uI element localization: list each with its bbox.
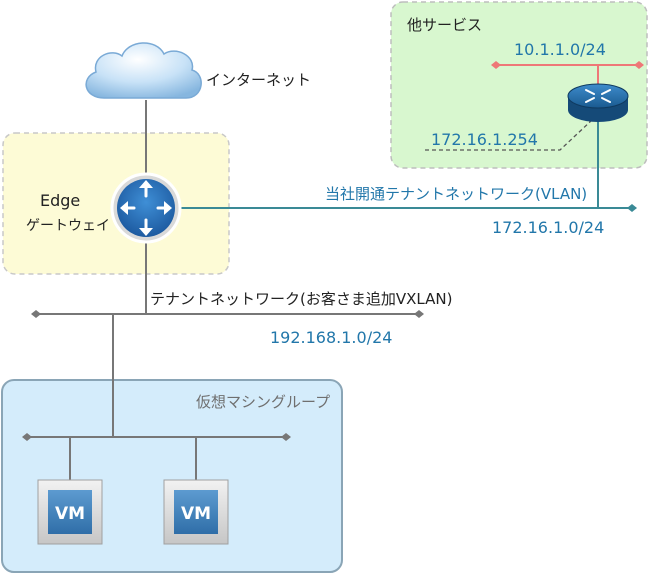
edge-label-line1: Edge bbox=[40, 191, 80, 210]
router-ip-label: 172.16.1.254 bbox=[431, 130, 538, 149]
service-subnet-label: 10.1.1.0/24 bbox=[514, 40, 606, 59]
edge-label-line2: ゲートウェイ bbox=[26, 218, 110, 234]
router-icon bbox=[567, 83, 629, 122]
vxlan-subnet-label: 192.168.1.0/24 bbox=[270, 328, 392, 347]
vm-1-icon bbox=[37, 479, 103, 545]
service-subnet-left-marker bbox=[491, 61, 501, 69]
vlan-end-marker bbox=[627, 204, 637, 212]
vxlan-left-marker bbox=[31, 310, 41, 318]
vlan-subnet-label: 172.16.1.0/24 bbox=[492, 218, 604, 237]
other-service-title: 他サービス bbox=[407, 16, 482, 34]
vm-bus-right-marker bbox=[281, 433, 291, 441]
service-subnet-right-marker bbox=[634, 61, 644, 69]
vm-group-title: 仮想マシングループ bbox=[196, 393, 330, 411]
vxlan-network-label: テナントネットワーク(お客さま追加VXLAN) bbox=[150, 290, 452, 308]
vm-2-icon bbox=[163, 479, 229, 545]
router-ip-leader bbox=[425, 119, 593, 151]
edge-gateway-icon bbox=[110, 172, 182, 244]
vm-1-label: VM bbox=[55, 504, 85, 524]
internet-cloud-icon bbox=[85, 42, 202, 99]
vlan-network-label: 当社開通テナントネットワーク(VLAN) bbox=[325, 185, 587, 203]
other-service-zone bbox=[390, 1, 648, 169]
internet-label: インターネット bbox=[206, 71, 311, 89]
vm-bus-left-marker bbox=[22, 433, 32, 441]
vm-2-label: VM bbox=[181, 504, 211, 524]
vxlan-right-marker bbox=[414, 310, 424, 318]
